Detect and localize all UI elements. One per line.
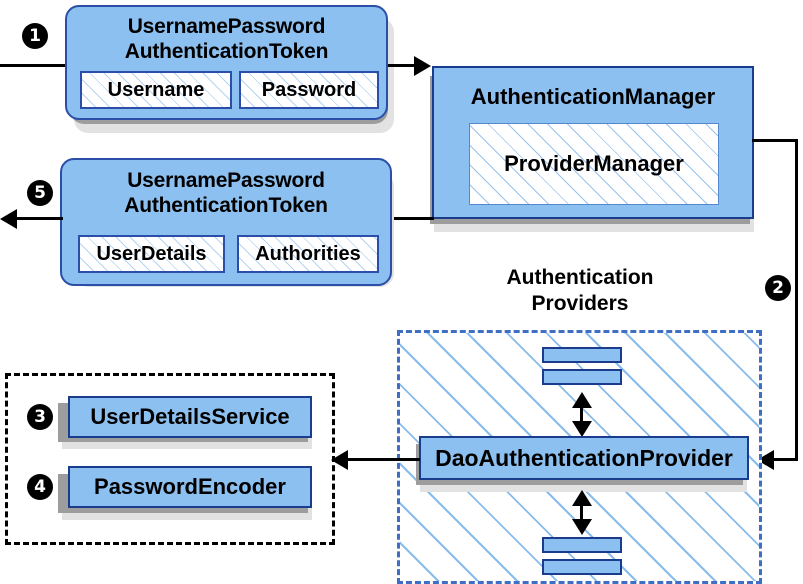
connector-dao-to-services	[348, 458, 420, 461]
collapsed-provider-bottom-1[interactable]	[542, 537, 622, 553]
response-token[interactable]: UsernamePassword AuthenticationToken Use…	[60, 158, 392, 286]
response-token-slot-userdetails-label: UserDetails	[96, 242, 207, 265]
step-badge-2: 2	[765, 275, 791, 301]
hatch-fill	[470, 124, 718, 204]
request-token[interactable]: UsernamePassword AuthenticationToken Use…	[65, 5, 388, 120]
connector-manager-down	[795, 139, 798, 459]
password-encoder-label: PasswordEncoder	[94, 474, 286, 499]
connector-request-in	[0, 64, 72, 67]
connector-manager-right	[752, 139, 798, 142]
dao-authentication-provider-label: DaoAuthenticationProvider	[435, 444, 733, 471]
authentication-manager-title: AuthenticationManager	[470, 84, 716, 109]
request-token-slot-password[interactable]: Password	[239, 71, 379, 109]
collapsed-provider-top-1[interactable]	[542, 347, 622, 363]
connector-top-link	[580, 396, 583, 426]
user-details-service-label: UserDetailsService	[90, 404, 290, 429]
support-services-container[interactable]	[5, 373, 335, 545]
request-token-slot-password-label: Password	[261, 78, 357, 101]
dao-authentication-provider[interactable]: DaoAuthenticationProvider	[419, 436, 749, 480]
authentication-manager[interactable]: AuthenticationManager ProviderManager	[432, 66, 754, 219]
connector-manager-to-response	[388, 217, 434, 220]
response-token-title-line1: UsernamePassword	[127, 169, 325, 192]
step-badge-5: 5	[27, 180, 53, 206]
request-token-slot-username-label: Username	[107, 78, 205, 101]
request-token-slot-username[interactable]: Username	[80, 71, 232, 109]
step-badge-4: 4	[27, 474, 53, 500]
arrow-response-out	[0, 209, 17, 229]
arrow-token-to-manager	[414, 56, 431, 76]
response-token-slot-authorities-label: Authorities	[255, 242, 361, 265]
response-token-title-line2: AuthenticationToken	[124, 194, 328, 217]
arrow-down-top-link	[572, 421, 592, 437]
request-token-title: UsernamePassword AuthenticationToken	[67, 14, 386, 64]
arrow-dao-to-services	[331, 450, 348, 470]
authentication-providers-label-line2: Providers	[531, 292, 629, 315]
provider-manager-label: ProviderManager	[504, 151, 684, 176]
connector-bottom-link	[580, 494, 583, 522]
authentication-providers-label-line1: Authentication	[506, 266, 654, 289]
response-token-slot-userdetails[interactable]: UserDetails	[78, 235, 225, 273]
request-token-title-line2: AuthenticationToken	[124, 40, 329, 63]
connector-token-to-manager	[388, 64, 422, 67]
connector-into-dao-provider	[772, 458, 798, 461]
arrow-down-bottom-link	[572, 519, 592, 535]
connector-response-out	[17, 217, 63, 220]
response-token-title: UsernamePassword AuthenticationToken	[62, 168, 390, 218]
authentication-providers-label: Authentication Providers	[470, 265, 690, 317]
request-token-title-line1: UsernamePassword	[127, 15, 326, 38]
password-encoder[interactable]: PasswordEncoder	[68, 466, 312, 508]
step-badge-1: 1	[22, 23, 48, 49]
collapsed-provider-top-2[interactable]	[542, 369, 622, 385]
response-token-slot-authorities[interactable]: Authorities	[237, 235, 379, 273]
step-badge-3: 3	[27, 404, 53, 430]
user-details-service[interactable]: UserDetailsService	[68, 396, 312, 438]
collapsed-provider-bottom-2[interactable]	[542, 559, 622, 575]
provider-manager[interactable]: ProviderManager	[469, 123, 719, 205]
